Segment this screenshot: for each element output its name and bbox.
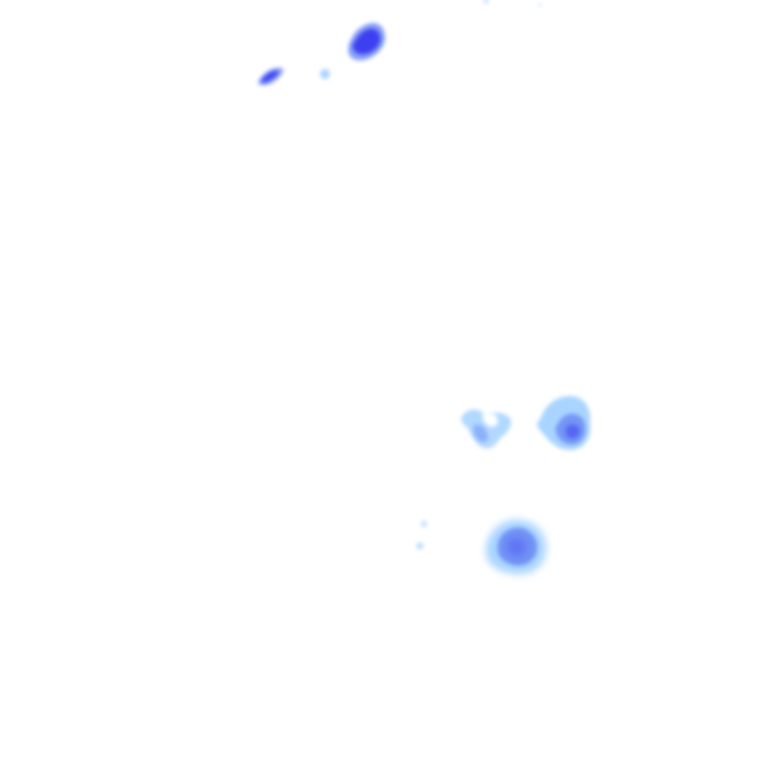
echo-central-right — [537, 396, 591, 450]
echo-south — [485, 519, 547, 575]
echo-central-left — [461, 409, 512, 449]
echo-north-speck — [320, 0, 489, 79]
echo-north-large — [348, 22, 386, 61]
echo-north-small — [258, 67, 284, 86]
echo-south-specks — [416, 3, 542, 550]
